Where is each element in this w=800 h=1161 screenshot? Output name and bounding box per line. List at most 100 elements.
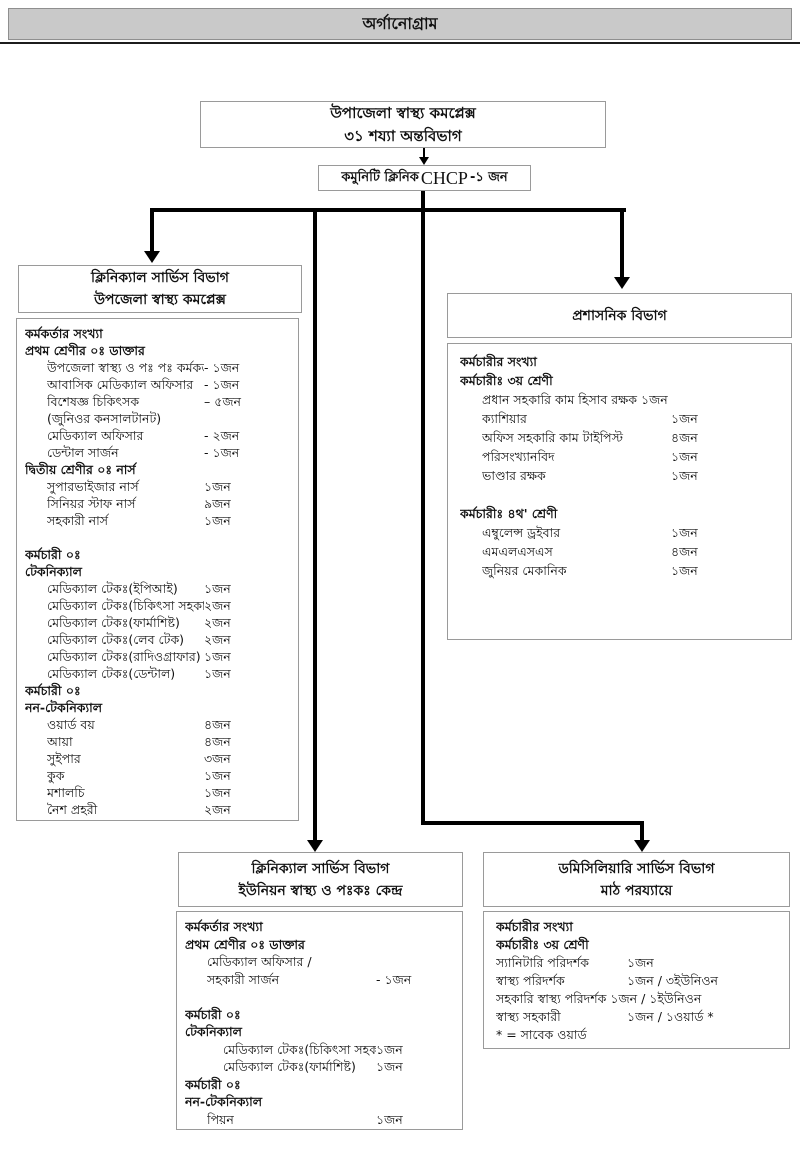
staff-row-count: ১জন / ১ওয়ার্ড * <box>627 1009 714 1024</box>
staff-row: ওয়ার্ড বয়৪জন <box>25 716 290 733</box>
page-title: অর্গানোগ্রাম <box>362 13 438 33</box>
staff-row: মেডিক্যাল অফিসার- ২জন <box>25 427 290 444</box>
staff-row-label: মেডিক্যাল টেকঃ(ডেন্টাল) <box>47 666 176 681</box>
staff-row: প্রথম শ্রেণীর ০ঃ ডাক্তার <box>25 342 290 359</box>
staff-row: সিনিয়র স্টাফ নার্স ৯জন <box>25 495 290 512</box>
staff-row: নন-টেকনিক্যাল <box>25 699 290 716</box>
staff-row-label: কর্মচারীঃ ৩য় শ্রেণী <box>496 937 589 952</box>
arrowhead-admin <box>614 277 630 289</box>
staff-row-label: প্রথম শ্রেণীর ০ঃ ডাক্তার <box>185 936 305 952</box>
staff-row: উপজেলা স্বাস্থ্য ও পঃ পঃ কর্মকর্তা- ১জন <box>25 359 290 376</box>
staff-row-label: কর্মচারীর সংখ্যা <box>496 919 573 934</box>
staff-row <box>25 529 290 546</box>
org-box-clinical-union-header: ক্লিনিক্যাল সার্ভিস বিভাগ ইউনিয়ন স্বাস্… <box>178 852 463 907</box>
org-box-admin-header: প্রশাসনিক বিভাগ <box>447 293 792 338</box>
staff-row-count: ১জন <box>671 563 698 578</box>
staff-row: মেডিক্যাল টেকঃ(ডেন্টাল)১জন <box>25 665 290 682</box>
clinical-union-title1: ক্লিনিক্যাল সার্ভিস বিভাগ <box>251 860 390 877</box>
staff-row-label <box>25 529 290 546</box>
staff-row-count: ১জন <box>671 468 698 483</box>
staff-row: টেকনিক্যাল <box>185 1023 454 1041</box>
staff-row: স্বাস্থ্য সহকারী ১জন / ১ওয়ার্ড * <box>496 1008 777 1026</box>
staff-row: মেডিক্যাল টেকঃ(ফার্মাশিষ্ট)১জন <box>185 1058 454 1076</box>
staff-row-label: স্যানিটারি পরিদর্শক <box>496 955 590 970</box>
org-box-admin-staff: কর্মচারীর সংখ্যাকর্মচারীঃ ৩য় শ্রেণীপ্রধ… <box>447 343 792 640</box>
staff-row-label: সুইপার <box>47 751 81 766</box>
staff-row-count: - ১জন <box>204 360 240 375</box>
connector-domiciliary-drop <box>640 821 644 841</box>
staff-row-count: - ১জন <box>204 445 240 460</box>
staff-row-count: ৪জন <box>671 430 698 445</box>
connector-root-chcp <box>423 148 425 159</box>
staff-row-label: কুক <box>47 768 65 783</box>
staff-row-count: ১জন <box>376 1059 403 1074</box>
staff-row-count: ১জন <box>204 768 231 783</box>
staff-row: দ্বিতীয় শ্রেণীর ০ঃ নার্স <box>25 461 290 478</box>
staff-row-label: কর্মচারীঃ ৪থ' শ্রেণী <box>460 506 558 521</box>
connector-right-drop <box>620 208 624 278</box>
staff-row-label: কর্মচারী ০ঃ <box>185 1076 241 1092</box>
staff-row-count: ৯জন <box>204 496 231 511</box>
staff-row-count: ১জন / ৩ইউনিওন <box>627 973 718 988</box>
staff-row-label: স্বাস্থ্য সহকারী <box>496 1009 561 1024</box>
staff-row-label: কর্মচারী ০ঃ <box>25 547 81 562</box>
staff-row-label: (জুনিওর কনসালটানট) <box>47 411 162 426</box>
clinical-uhc-title2: উপজেলা স্বাস্থ্য কমপ্লেক্স <box>94 292 226 308</box>
arrowhead-chcp <box>419 157 429 165</box>
staff-row: আবাসিক মেডিক্যাল অফিসার- ১জন <box>25 376 290 393</box>
org-box-clinical-uhc-header: ক্লিনিক্যাল সার্ভিস বিভাগ উপজেলা স্বাস্থ… <box>18 265 302 313</box>
staff-row-label: কর্মচারী ০ঃ <box>25 683 81 698</box>
staff-row <box>185 988 454 1006</box>
staff-row-count: ৪জন <box>204 734 231 749</box>
connector-horizontal-bottom <box>421 821 644 825</box>
staff-row-count: ১জন <box>204 649 231 664</box>
staff-row: বিশেষজ্ঞ চিকিৎসক– ৫জন <box>25 393 290 410</box>
title-bar: অর্গানোগ্রাম <box>8 8 792 40</box>
staff-row: মশালচি১জন <box>25 784 290 801</box>
org-box-domiciliary-staff: কর্মচারীর সংখ্যা কর্মচারীঃ ৩য় শ্রেণী স্যা… <box>483 911 790 1049</box>
staff-row: ডেন্টাল সার্জন- ১জন <box>25 444 290 461</box>
org-box-clinical-uhc-staff: কর্মকর্তার সংখ্যাপ্রথম শ্রেণীর ০ঃ ডাক্তা… <box>16 318 299 821</box>
clinical-union-title2: ইউনিয়ন স্বাস্থ্য ও পঃকঃ কেন্দ্র <box>238 882 403 899</box>
connector-main-vertical <box>421 208 425 825</box>
staff-row: কর্মচারী ০ঃ <box>185 1006 454 1024</box>
staff-row-label: সিনিয়র স্টাফ নার্স <box>47 496 136 511</box>
chcp-pre: কমুনিটি ক্লিনিক <box>341 169 419 185</box>
staff-row: স্যানিটারি পরিদর্শক ১জন <box>496 954 777 972</box>
title-divider <box>0 42 800 44</box>
staff-row-count: ১জন <box>204 479 231 494</box>
staff-row-count: - ১জন <box>204 377 240 392</box>
staff-row-count: ১জন <box>376 1111 403 1127</box>
staff-row: কর্মচারীঃ ৩য় শ্রেণী <box>460 371 779 390</box>
staff-row: কর্মচারীঃ ৩য় শ্রেণী <box>496 936 777 954</box>
staff-row-label: * = সাবেক ওয়ার্ড <box>496 1027 587 1042</box>
staff-row: মেডিক্যাল টেকঃ(চিকিৎসা সহকারী)১জন <box>185 1041 454 1059</box>
staff-row-count: ১জন <box>627 955 654 970</box>
connector-main-top <box>421 191 425 211</box>
staff-row <box>460 485 779 504</box>
staff-row-count: - ১জন <box>376 971 412 987</box>
staff-row: প্রথম শ্রেণীর ০ঃ ডাক্তার <box>185 936 454 954</box>
staff-row: (জুনিওর কনসালটানট) <box>25 410 290 427</box>
staff-row-label: প্রথম শ্রেণীর ০ঃ ডাক্তার <box>25 343 145 358</box>
staff-row-label: দ্বিতীয় শ্রেণীর ০ঃ নার্স <box>25 462 136 477</box>
connector-mid-drop <box>313 208 317 841</box>
org-box-domiciliary-header: ডমিসিলিয়ারি সার্ভিস বিভাগ মাঠ পরয্যায়ে <box>483 852 790 907</box>
arrowhead-clinical-union <box>307 840 323 852</box>
staff-row-label: এম্বুলেন্স ড্রইবার <box>482 525 561 540</box>
staff-row-label: এমএলএসএস <box>482 544 553 559</box>
staff-row-count: ১জন <box>671 449 698 464</box>
staff-row-label: মেডিক্যাল টেকঃ(চিকিৎসা সহকারী) <box>223 1041 376 1057</box>
staff-row-label: কর্মচারী ০ঃ <box>185 1006 241 1022</box>
staff-row: কর্মচারী ০ঃ <box>185 1076 454 1094</box>
staff-row-label: মেডিক্যাল টেকঃ(চিকিৎসা সহকারী) <box>47 598 204 613</box>
staff-row-label: টেকনিক্যাল <box>25 564 82 579</box>
